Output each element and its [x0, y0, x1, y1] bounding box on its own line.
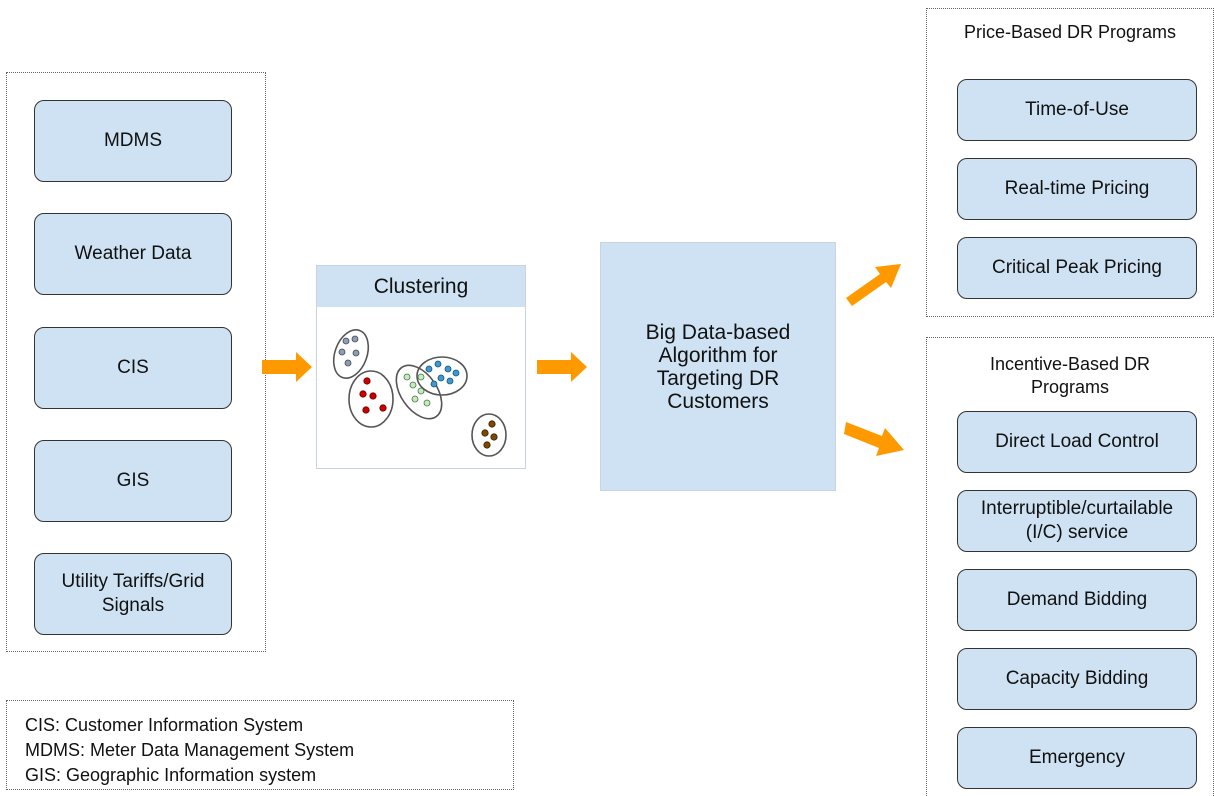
abbreviation-legend: CIS: Customer Information System MDMS: M…: [6, 700, 514, 790]
program-interruptible-curtailable: Interruptible/curtailable (I/C) service: [957, 490, 1197, 552]
program-capacity-bidding: Capacity Bidding: [957, 648, 1197, 710]
arrow-up-right-icon: [846, 264, 901, 306]
program-time-of-use: Time-of-Use: [957, 79, 1197, 141]
legend-line-cis: CIS: Customer Information System: [25, 715, 304, 735]
source-gis: GIS: [34, 440, 232, 522]
source-cis: CIS: [34, 327, 232, 409]
cluster-scatter-illustration: [332, 329, 507, 457]
arrow-right-icon: [262, 352, 312, 382]
clustering-panel: Clustering: [316, 265, 526, 469]
targeting-algorithm-box: Big Data-based Algorithm for Targeting D…: [600, 242, 836, 491]
clustering-title: Clustering: [317, 266, 525, 307]
source-weather-data: Weather Data: [34, 213, 232, 295]
program-emergency: Emergency: [957, 727, 1197, 789]
legend-line-gis: GIS: Geographic Information system: [25, 765, 317, 785]
arrow-down-right-icon: [844, 422, 904, 456]
program-real-time-pricing: Real-time Pricing: [957, 158, 1197, 220]
source-mdms: MDMS: [34, 100, 232, 182]
program-direct-load-control: Direct Load Control: [957, 411, 1197, 473]
program-demand-bidding: Demand Bidding: [957, 569, 1197, 631]
legend-line-mdms: MDMS: Meter Data Management System: [25, 740, 355, 760]
program-critical-peak-pricing: Critical Peak Pricing: [957, 237, 1197, 299]
price-based-title: Price-Based DR Programs: [963, 22, 1177, 42]
incentive-based-title: Incentive-Based DR Programs: [989, 354, 1151, 397]
source-utility-tariffs: Utility Tariffs/Grid Signals: [34, 553, 232, 635]
arrow-right-icon: [537, 352, 587, 382]
